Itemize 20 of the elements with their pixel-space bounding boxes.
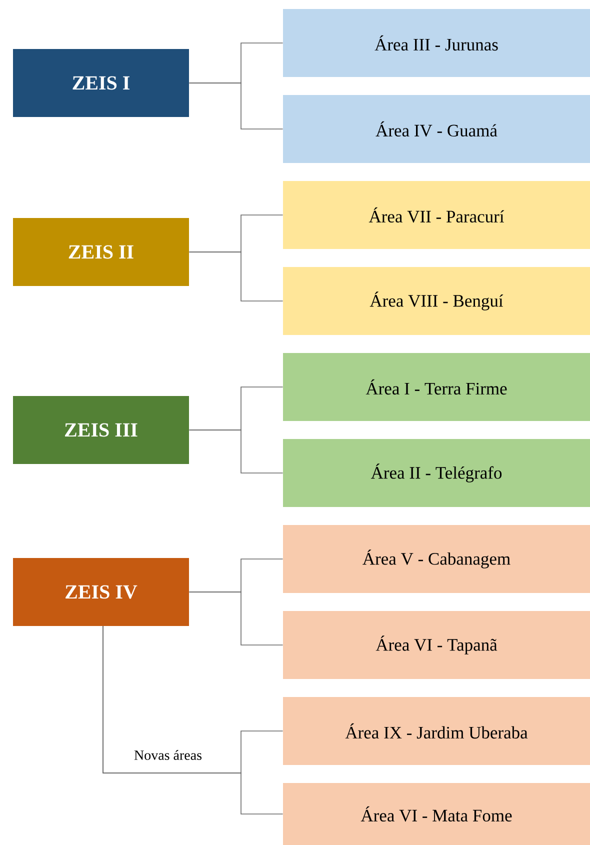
group-box: ZEIS I <box>13 49 189 117</box>
edge-label: Novas áreas <box>133 749 204 761</box>
area-box: Área IV - Guamá <box>283 95 590 163</box>
area-box: Área V - Cabanagem <box>283 525 590 593</box>
connector-line <box>102 626 284 814</box>
area-box: Área IX - Jardim Uberaba <box>283 697 590 765</box>
connector-line <box>188 252 284 302</box>
group-box: ZEIS IV <box>13 558 189 626</box>
area-box: Área III - Jurunas <box>283 9 590 77</box>
connector-line <box>188 430 284 474</box>
area-box: Área VI - Tapanã <box>283 611 590 679</box>
group-box: ZEIS II <box>13 218 189 286</box>
area-box: Área VI - Mata Fome <box>283 783 590 845</box>
area-box: Área I - Terra Firme <box>283 353 590 421</box>
area-box: Área VIII - Benguí <box>283 267 590 335</box>
connector-line <box>188 592 284 646</box>
area-box: Área II - Telégrafo <box>283 439 590 507</box>
connector-line <box>188 82 284 130</box>
area-box: Área VII - Paracurí <box>283 181 590 249</box>
group-box: ZEIS III <box>13 396 189 464</box>
